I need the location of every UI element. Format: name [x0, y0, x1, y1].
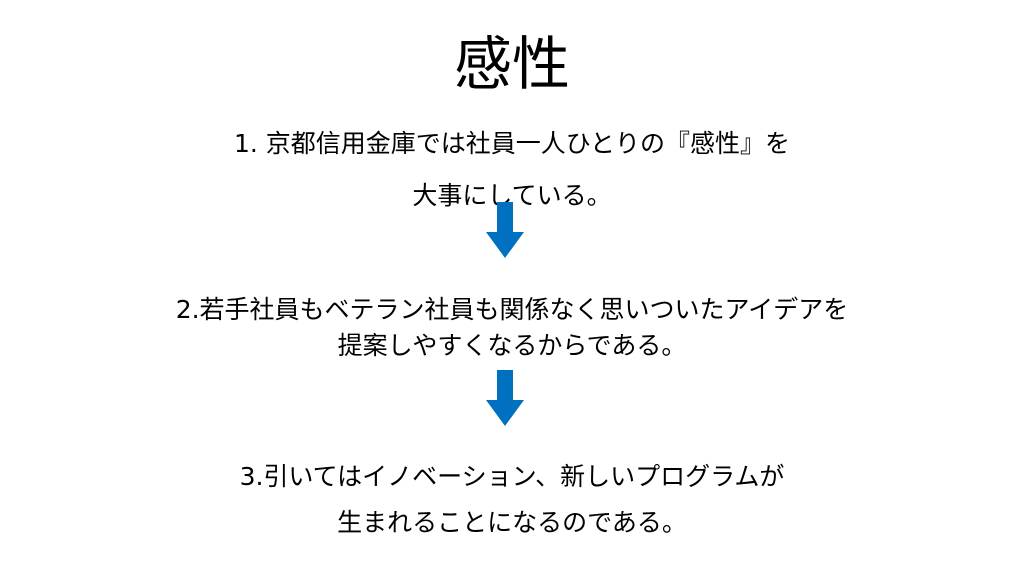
point-3-line-2: 生まれることになるのである。	[337, 508, 687, 537]
arrow-down-icon	[486, 370, 524, 426]
point-2-line-1: 2.若手社員もベテラン社員も関係なく思いついたアイデアを	[175, 295, 849, 324]
point-2: 2.若手社員もベテラン社員も関係なく思いついたアイデアを 提案しやすくなるからで…	[60, 292, 964, 364]
point-2-line-2: 提案しやすくなるからである。	[337, 331, 687, 360]
point-3: 3.引いてはイノベーション、新しいプログラムが 生まれることになるのである。	[60, 454, 964, 546]
point-3-line-1: 3.引いてはイノベーション、新しいプログラムが	[239, 462, 785, 491]
point-1: 1. 京都信用金庫では社員一人ひとりの『感性』を 大事にしている。	[60, 118, 964, 222]
arrow-down-icon	[486, 202, 524, 258]
slide-title: 感性	[453, 30, 570, 98]
point-1-line-1: 1. 京都信用金庫では社員一人ひとりの『感性』を	[233, 129, 791, 158]
